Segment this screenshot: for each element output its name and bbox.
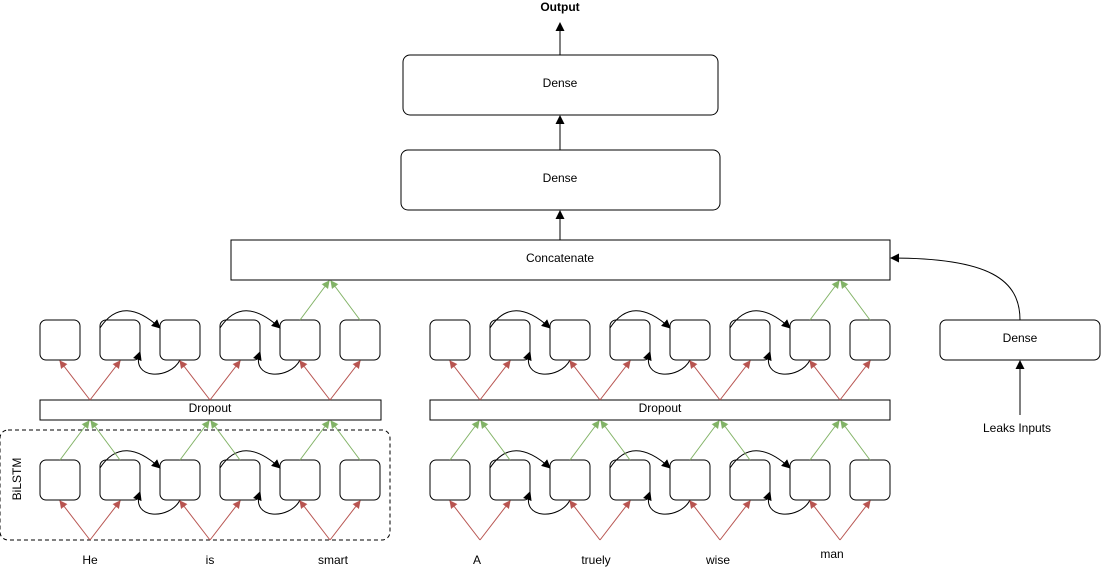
right-col-2-cell-to-dropout-2 bbox=[601, 421, 630, 460]
right-col-2-word-to-cell-1 bbox=[570, 501, 600, 540]
right-top-lstm-cell-3 bbox=[550, 320, 590, 360]
left-col-1-dropout-to-cell-1 bbox=[60, 361, 90, 400]
left-col-1-cell-to-dropout-1 bbox=[60, 421, 89, 460]
left-col-2-word-to-cell-1 bbox=[180, 501, 210, 540]
left-top-to-concat-1 bbox=[300, 281, 329, 320]
right-col-1-cell-to-dropout-1 bbox=[450, 421, 479, 460]
left-top-lstm-cell-5 bbox=[280, 320, 320, 360]
right-bottom-lstm-cell-1 bbox=[430, 460, 470, 500]
left-col-2-word-to-cell-2 bbox=[210, 501, 240, 540]
right-top-to-concat-1 bbox=[810, 281, 839, 320]
right-bottom-lstm-cell-6 bbox=[730, 460, 770, 500]
leaks-dense-to-concat-arrow bbox=[891, 258, 1020, 320]
right-col-2-dropout-to-cell-2 bbox=[600, 361, 630, 400]
right-col-4-word-to-cell-1 bbox=[810, 501, 840, 540]
right-col-4-word-to-cell-2 bbox=[840, 501, 870, 540]
right-col-3-cell-to-dropout-2 bbox=[721, 421, 750, 460]
right-col-4-cell-to-dropout-1 bbox=[810, 421, 839, 460]
left-top-lstm-cell-1 bbox=[40, 320, 80, 360]
right-top-lstm-cell-8 bbox=[850, 320, 890, 360]
right-col-1-word-to-cell-1 bbox=[450, 501, 480, 540]
sentence2-word-3: wise bbox=[705, 553, 730, 567]
left-col-3-cell-to-dropout-1 bbox=[300, 421, 329, 460]
dense-mid-label: Dense bbox=[543, 171, 578, 185]
right-bottom-lstm-cell-5 bbox=[670, 460, 710, 500]
right-top-lstm-cell-6 bbox=[730, 320, 770, 360]
left-col-3-dropout-to-cell-2 bbox=[330, 361, 360, 400]
left-bottom-lstm-cell-6 bbox=[340, 460, 380, 500]
right-top-lstm-cell-4 bbox=[610, 320, 650, 360]
right-col-2-dropout-to-cell-1 bbox=[570, 361, 600, 400]
left-col-2-dropout-to-cell-1 bbox=[180, 361, 210, 400]
left-bottom-lstm-cell-2 bbox=[100, 460, 140, 500]
left-bottom-lstm-cell-5 bbox=[280, 460, 320, 500]
right-bottom-lstm-cell-7 bbox=[790, 460, 830, 500]
left-col-2-cell-to-dropout-1 bbox=[180, 421, 209, 460]
left-col-1-dropout-to-cell-2 bbox=[90, 361, 120, 400]
left-col-2-cell-to-dropout-2 bbox=[211, 421, 240, 460]
left-top-to-concat-2 bbox=[331, 281, 360, 320]
right-col-1-dropout-to-cell-2 bbox=[480, 361, 510, 400]
right-col-3-cell-to-dropout-1 bbox=[690, 421, 719, 460]
left-col-3-word-to-cell-1 bbox=[300, 501, 330, 540]
right-top-lstm-cell-2 bbox=[490, 320, 530, 360]
dense-top-label: Dense bbox=[543, 76, 578, 90]
right-col-4-dropout-to-cell-2 bbox=[840, 361, 870, 400]
bilstm-label: BiLSTM bbox=[10, 458, 24, 501]
left-bottom-lstm-cell-3 bbox=[160, 460, 200, 500]
concatenate-label: Concatenate bbox=[526, 251, 594, 265]
left-top-lstm-cell-2 bbox=[100, 320, 140, 360]
left-top-lstm-cell-3 bbox=[160, 320, 200, 360]
left-col-1-cell-to-dropout-2 bbox=[91, 421, 120, 460]
right-col-1-cell-to-dropout-2 bbox=[481, 421, 510, 460]
right-bottom-lstm-cell-3 bbox=[550, 460, 590, 500]
right-bottom-lstm-cell-8 bbox=[850, 460, 890, 500]
right-col-1-dropout-to-cell-1 bbox=[450, 361, 480, 400]
right-col-3-word-to-cell-1 bbox=[690, 501, 720, 540]
sentence1-word-1: He bbox=[82, 553, 98, 567]
left-bottom-lstm-cell-1 bbox=[40, 460, 80, 500]
sentence1-word-2: is bbox=[206, 553, 215, 567]
right-top-lstm-cell-1 bbox=[430, 320, 470, 360]
right-col-4-cell-to-dropout-2 bbox=[841, 421, 870, 460]
right-col-3-word-to-cell-2 bbox=[720, 501, 750, 540]
left-col-3-cell-to-dropout-2 bbox=[331, 421, 360, 460]
right-top-lstm-cell-5 bbox=[670, 320, 710, 360]
dense-leaks-label: Dense bbox=[1003, 331, 1038, 345]
right-bottom-lstm-cell-2 bbox=[490, 460, 530, 500]
left-top-lstm-cell-4 bbox=[220, 320, 260, 360]
sentence2-word-2: truely bbox=[581, 553, 610, 567]
left-col-2-dropout-to-cell-2 bbox=[210, 361, 240, 400]
sentence2-word-4: man bbox=[820, 547, 843, 561]
left-col-1-word-to-cell-2 bbox=[90, 501, 120, 540]
dropout-right-label: Dropout bbox=[639, 401, 682, 415]
sentence2-word-1: A bbox=[473, 553, 481, 567]
right-col-4-dropout-to-cell-1 bbox=[810, 361, 840, 400]
left-bottom-lstm-cell-4 bbox=[220, 460, 260, 500]
output-label: Output bbox=[540, 0, 579, 14]
right-col-3-dropout-to-cell-1 bbox=[690, 361, 720, 400]
right-col-1-word-to-cell-2 bbox=[480, 501, 510, 540]
sentence1-word-3: smart bbox=[318, 553, 349, 567]
left-col-3-dropout-to-cell-1 bbox=[300, 361, 330, 400]
dropout-left-label: Dropout bbox=[189, 401, 232, 415]
right-top-to-concat-2 bbox=[841, 281, 870, 320]
right-col-2-cell-to-dropout-1 bbox=[570, 421, 599, 460]
right-bottom-lstm-cell-4 bbox=[610, 460, 650, 500]
right-col-3-dropout-to-cell-2 bbox=[720, 361, 750, 400]
left-top-lstm-cell-6 bbox=[340, 320, 380, 360]
right-col-2-word-to-cell-2 bbox=[600, 501, 630, 540]
left-col-3-word-to-cell-2 bbox=[330, 501, 360, 540]
right-top-lstm-cell-7 bbox=[790, 320, 830, 360]
leaks-inputs-label: Leaks Inputs bbox=[983, 421, 1051, 435]
left-col-1-word-to-cell-1 bbox=[60, 501, 90, 540]
